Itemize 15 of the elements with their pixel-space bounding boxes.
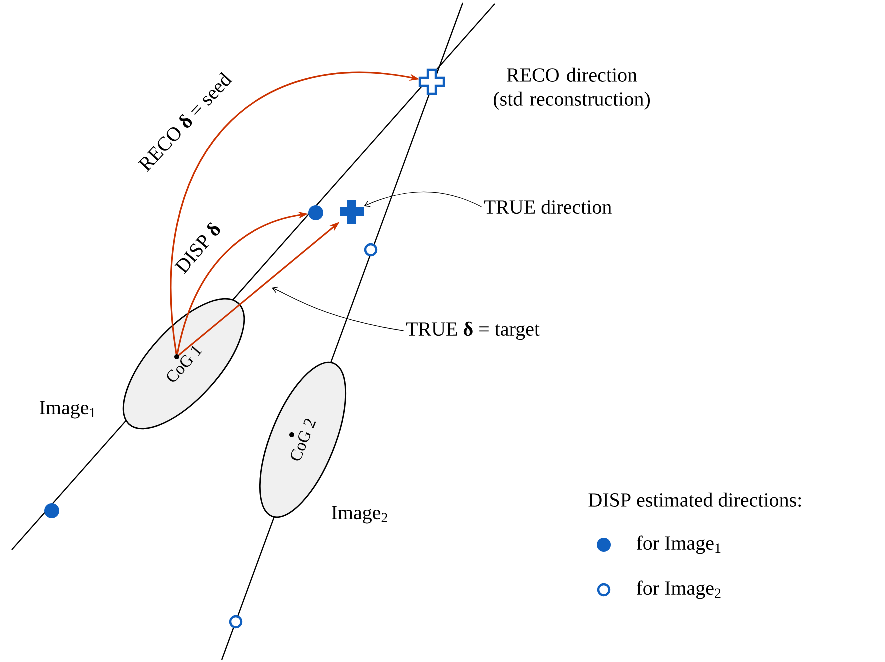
direction-dot — [44, 504, 60, 518]
direction-dot — [308, 206, 324, 220]
leader-line — [272, 286, 404, 332]
annotation-text: TRUE δ = target — [406, 322, 540, 340]
direction-dot — [229, 615, 243, 629]
legend-title: DISP estimated directions: — [588, 492, 802, 508]
direction-cross — [340, 200, 364, 224]
legend-text: for Image$_{2}$ — [636, 580, 721, 600]
image-label: Image$_{1}$ — [40, 401, 96, 419]
leader-line — [364, 192, 482, 208]
direction-cross — [418, 68, 446, 96]
legend-text: for Image$_{1}$ — [636, 536, 721, 554]
direction-dot — [364, 243, 378, 257]
direction-label: RECO direction (std reconstruction) — [494, 68, 650, 110]
annotation-text: TRUE direction — [484, 200, 612, 214]
